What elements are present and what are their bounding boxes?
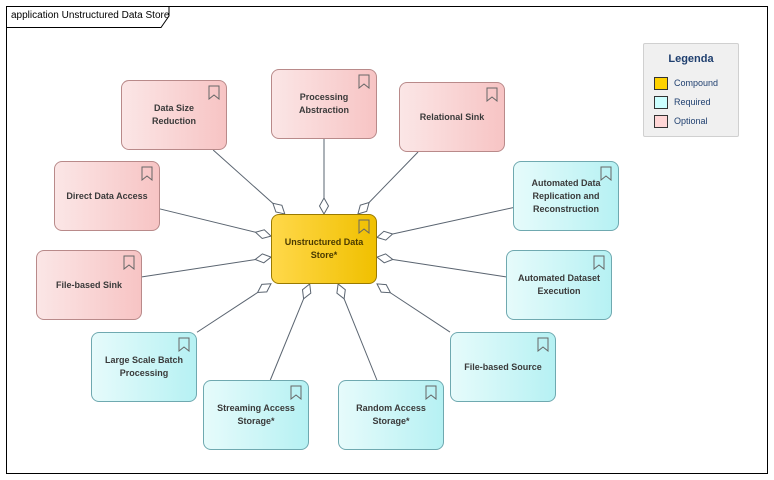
edge-automated-data-replication bbox=[392, 207, 514, 235]
bookmark-icon bbox=[425, 385, 437, 400]
bookmark-icon bbox=[141, 166, 153, 181]
bookmark-icon bbox=[358, 74, 370, 89]
edge-direct-data-access bbox=[159, 208, 256, 233]
aggregation-diamond bbox=[256, 283, 272, 294]
node-label: Relational Sink bbox=[419, 111, 485, 122]
legend-swatch-optional bbox=[654, 114, 668, 128]
node-label: Automated Data Replication and Reconstru… bbox=[531, 177, 601, 214]
frame-title-tab bbox=[6, 6, 170, 28]
node-label: File-based Sink bbox=[55, 279, 123, 290]
legend-item-required: Required bbox=[654, 95, 711, 109]
legend-label: Compound bbox=[674, 78, 719, 88]
aggregation-diamond bbox=[336, 283, 346, 300]
node-label: Random Access Storage* bbox=[356, 403, 426, 426]
edge-streaming-access-storage bbox=[269, 298, 305, 381]
legend-swatch-required bbox=[654, 95, 668, 109]
edge-relational-sink bbox=[368, 151, 419, 203]
edge-large-scale-batch bbox=[196, 292, 258, 333]
aggregation-diamond bbox=[254, 229, 272, 240]
bookmark-icon bbox=[486, 87, 498, 102]
node-data-size-reduction[interactable]: Data Size Reduction bbox=[121, 80, 227, 150]
aggregation-diamond bbox=[318, 196, 330, 216]
legend-label: Required bbox=[674, 97, 711, 107]
legend: Legenda Compound Required Optional bbox=[643, 43, 739, 137]
node-file-based-source[interactable]: File-based Source bbox=[450, 332, 556, 402]
node-direct-data-access[interactable]: Direct Data Access bbox=[54, 161, 160, 231]
edge-data-size-reduction bbox=[212, 149, 274, 204]
bookmark-icon bbox=[600, 166, 612, 181]
aggregation-diamond bbox=[376, 283, 392, 294]
node-label: Direct Data Access bbox=[66, 190, 148, 201]
bookmark-icon bbox=[178, 337, 190, 352]
bookmark-icon bbox=[358, 219, 370, 234]
bookmark-icon bbox=[290, 385, 302, 400]
aggregation-diamond bbox=[357, 201, 370, 215]
node-label: File-based Source bbox=[464, 361, 542, 372]
edge-file-based-source bbox=[390, 292, 451, 333]
legend-label: Optional bbox=[674, 116, 708, 126]
node-file-based-sink[interactable]: File-based Sink bbox=[36, 250, 142, 320]
legend-title: Legenda bbox=[668, 53, 714, 65]
aggregation-diamond bbox=[376, 230, 394, 241]
node-automated-dataset-execution[interactable]: Automated Dataset Execution bbox=[506, 250, 612, 320]
aggregation-diamond bbox=[254, 253, 273, 264]
node-label: Unstructured Data Store* bbox=[284, 237, 364, 260]
node-label: Data Size Reduction bbox=[152, 103, 196, 126]
aggregation-diamond bbox=[301, 283, 312, 300]
node-streaming-access-storage[interactable]: Streaming Access Storage* bbox=[203, 380, 309, 450]
bookmark-icon bbox=[593, 255, 605, 270]
node-automated-data-replication[interactable]: Automated Data Replication and Reconstru… bbox=[513, 161, 619, 231]
node-random-access-storage[interactable]: Random Access Storage* bbox=[338, 380, 444, 450]
edge-file-based-sink bbox=[141, 259, 256, 278]
bookmark-icon bbox=[123, 255, 135, 270]
aggregation-diamond bbox=[272, 202, 286, 215]
bookmark-icon bbox=[537, 337, 549, 352]
node-processing-abstraction[interactable]: Processing Abstraction bbox=[271, 69, 377, 139]
legend-item-optional: Optional bbox=[654, 114, 708, 128]
edge-random-access-storage bbox=[343, 298, 378, 381]
edge-automated-dataset-execution bbox=[392, 259, 507, 278]
legend-swatch-compound bbox=[654, 76, 668, 90]
bookmark-icon bbox=[208, 85, 220, 100]
node-unstructured-data-store[interactable]: Unstructured Data Store* bbox=[271, 214, 377, 284]
diagram-title: application Unstructured Data Store bbox=[11, 10, 170, 21]
aggregation-diamond bbox=[375, 253, 394, 264]
node-label: Streaming Access Storage* bbox=[217, 403, 295, 426]
node-relational-sink[interactable]: Relational Sink bbox=[399, 82, 505, 152]
node-label: Large Scale Batch Processing bbox=[104, 355, 184, 378]
node-large-scale-batch-processing[interactable]: Large Scale Batch Processing bbox=[91, 332, 197, 402]
legend-item-compound: Compound bbox=[654, 76, 718, 90]
node-label: Automated Dataset Execution bbox=[517, 273, 600, 296]
node-label: Processing Abstraction bbox=[298, 92, 349, 115]
